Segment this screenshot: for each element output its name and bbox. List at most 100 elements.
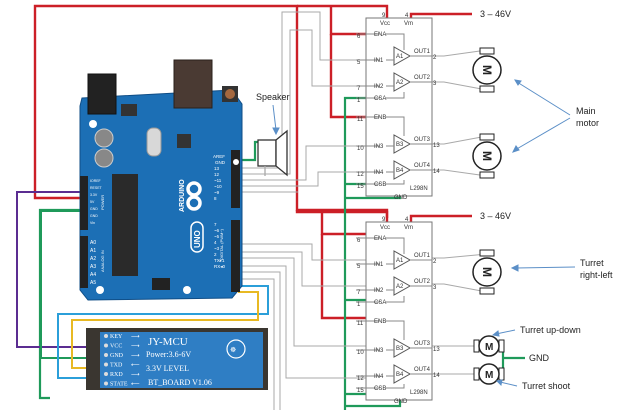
pin-vcc-label: Vcc — [380, 225, 390, 231]
digital-pin-label: TX▸1 — [214, 258, 225, 263]
pin-out1-label: OUT1 — [414, 253, 431, 259]
wire-d12 — [242, 11, 366, 169]
power-jack — [87, 73, 117, 115]
pin-vcc-number: 9 — [382, 217, 386, 223]
digital-pin-label: 7 — [214, 222, 217, 227]
analog-header — [80, 236, 88, 288]
pin-csa-label: CSA — [374, 300, 386, 306]
amplifier-label: A1 — [396, 54, 404, 60]
bluetooth-wires — [16, 191, 269, 379]
analog-pin-label: A4 — [90, 272, 96, 278]
pin-in2-number: 7 — [357, 290, 361, 296]
amplifier-icon — [393, 364, 412, 384]
amplifier-icon — [393, 160, 412, 180]
amplifier-label: B4 — [396, 372, 404, 378]
pin-out4-number: 14 — [433, 373, 440, 379]
wire-d11 — [242, 29, 366, 175]
digital-pin-label: ~6 — [214, 228, 220, 233]
pin-in1-number: 5 — [357, 60, 361, 66]
analog-pin-label: A3 — [90, 264, 96, 270]
pin-vm-number: 4 — [405, 217, 409, 223]
pin-in4-label: IN4 — [374, 170, 384, 176]
wire-d3 — [242, 271, 281, 410]
digital-pin-label: 12 — [214, 172, 220, 177]
wire-d2 — [242, 278, 275, 410]
wire-bt-gnd — [40, 210, 98, 359]
label-turret-rl-2: right-left — [580, 270, 613, 280]
analog-pin-label: A2 — [90, 256, 96, 262]
wire-turret-gnd — [501, 346, 525, 372]
motor-symbol: M — [485, 370, 493, 381]
digital-pin-label: 2 — [214, 252, 217, 257]
pin-out1-number: 2 — [433, 55, 437, 61]
label-turret-updown: Turret up-down — [520, 325, 581, 335]
pin-in4-number: 12 — [357, 172, 364, 178]
power-pin-label: GND — [90, 214, 98, 218]
wire-d4 — [242, 265, 366, 379]
reset-button[interactable] — [225, 89, 235, 99]
pin-in1-number: 5 — [357, 264, 361, 270]
pin-ena-label: ENA — [374, 32, 386, 38]
pin-in4-number: 12 — [357, 376, 364, 382]
bt-pin-arrow-icon: ⟵ — [131, 382, 140, 388]
pin-vcc-label: Vcc — [380, 21, 390, 27]
digital-pin-label: 4 — [214, 240, 217, 245]
label-speaker: Speaker — [256, 92, 290, 102]
pin-in3-number: 10 — [357, 146, 364, 152]
pin-csa-label: CSA — [374, 96, 386, 102]
digital-pin-label: ~10 — [214, 184, 222, 189]
svg-text:☸: ☸ — [230, 346, 236, 354]
chip-name: L298N — [410, 390, 428, 396]
chip-name: L298N — [410, 186, 428, 192]
wire-vcc-bottom — [295, 210, 389, 222]
amplifier-label: B3 — [396, 142, 404, 148]
pin-in4-label: IN4 — [374, 374, 384, 380]
pin-vcc-number: 9 — [382, 13, 386, 19]
digital-header-top — [231, 150, 240, 208]
pin-csb-label: CSB — [374, 182, 386, 188]
pin-ena-label: ENA — [374, 236, 386, 242]
amplifier-icon — [393, 134, 412, 154]
pin-in3-number: 10 — [357, 350, 364, 356]
amplifier-label: B4 — [396, 168, 404, 174]
amplifier-icon — [393, 72, 412, 92]
bt-pin-label: TXD — [110, 363, 123, 369]
bt-pin-label: RXD — [110, 372, 123, 378]
power-pin-label: IOREF — [90, 179, 101, 183]
pin-out2-number: 3 — [433, 81, 437, 87]
bt-power: Power:3.6-6V — [146, 350, 191, 359]
digital-pin-label: ~11 — [214, 178, 222, 183]
annotation-arrows — [272, 79, 576, 387]
analog-header-label: ANALOG IN — [100, 250, 105, 272]
bt-pin-arrow-icon: ⟶ — [131, 353, 140, 359]
bt-board: BT_BOARD V1.06 — [148, 378, 212, 387]
bt-logo-icon — [226, 339, 246, 359]
digital-pin-label: ~9 — [214, 190, 220, 195]
pin-csa-number: 1 — [357, 302, 361, 308]
pin-in1-label: IN1 — [374, 262, 384, 268]
amplifier-label: B3 — [396, 346, 404, 352]
pin-enb-label: ENB — [374, 319, 386, 325]
digital-pin-label: ~5 — [214, 234, 220, 239]
motor-symbol: M — [480, 267, 494, 277]
wire-bt-txd — [57, 285, 269, 379]
power-pin-label: Vin — [90, 221, 95, 225]
analog-pin-label: A5 — [90, 280, 96, 286]
bt-pin-dot — [104, 353, 108, 357]
gnd-pin-label: GND — [215, 160, 226, 165]
bt-pin-arrow-icon: ⟵ — [131, 363, 140, 369]
amplifier-icon — [393, 338, 412, 358]
bluetooth-module: KEY⟶VCC⟶GND⟶TXD⟵RXD⟶STATE⟵ JY-MCU Power:… — [86, 328, 268, 390]
pin-enb-label: ENB — [374, 115, 386, 121]
pin-in3-label: IN3 — [374, 144, 384, 150]
pin-in2-label: IN2 — [374, 288, 384, 294]
pin-ena-number: 6 — [357, 34, 361, 40]
wire-d10 — [242, 145, 366, 181]
pin-in3-label: IN3 — [374, 348, 384, 354]
amplifier-label: A2 — [396, 80, 404, 86]
wire-d5 — [242, 257, 366, 347]
bt-pin-arrow-icon: ⟶ — [131, 372, 140, 378]
pin-out2-label: OUT2 — [414, 279, 431, 285]
